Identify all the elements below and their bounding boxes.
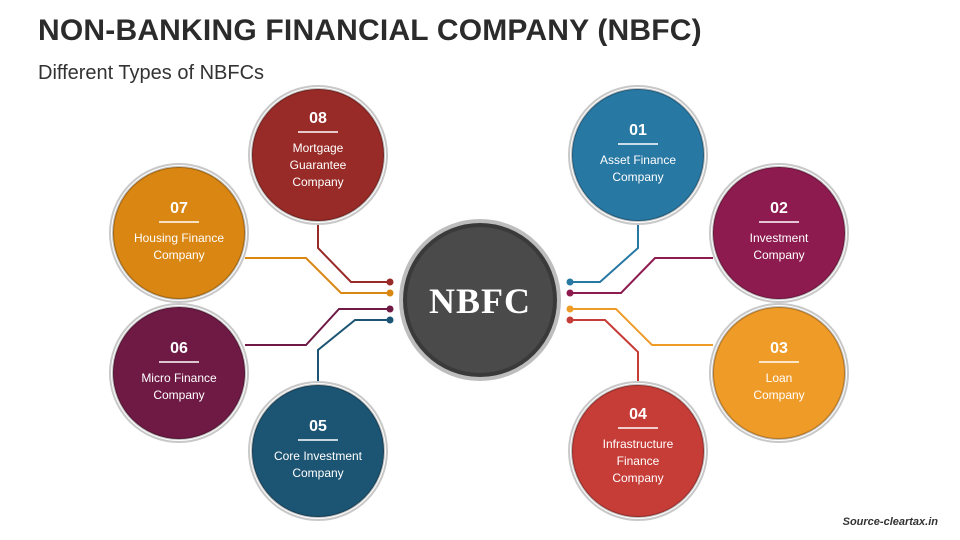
connector-dot-05 [386, 316, 394, 324]
node-label-line: Housing Finance [134, 231, 224, 245]
node-number: 01 [629, 122, 647, 139]
connector-dot-04 [566, 316, 574, 324]
node-circle [571, 384, 705, 518]
connector-08 [317, 221, 390, 283]
page-subtitle: Different Types of NBFCs [38, 62, 265, 84]
node-number: 06 [170, 340, 188, 357]
node-label-line: Company [153, 388, 204, 402]
connector-dot-03 [566, 305, 574, 313]
node-circle [712, 306, 846, 440]
node-circle [251, 88, 385, 222]
node-label-line: Guarantee [290, 158, 347, 172]
node-number: 04 [629, 406, 647, 423]
connector-dot-01 [566, 278, 574, 286]
node-label-line: Finance [617, 454, 660, 468]
node-label-line: Mortgage [293, 141, 344, 155]
node-label-line: Company [612, 170, 663, 184]
connectors [245, 221, 713, 385]
hub-label: NBFC [429, 281, 531, 321]
node-circle [112, 306, 246, 440]
connector-03 [570, 308, 713, 346]
node-number: 08 [309, 110, 327, 127]
connector-dot-07 [386, 289, 394, 297]
node-circle [112, 166, 246, 300]
node-circle [571, 88, 705, 222]
node-label-line: Investment [750, 231, 809, 245]
connector-06 [245, 308, 390, 346]
hub-node: NBFC [399, 219, 561, 381]
connector-01 [570, 221, 639, 283]
connector-04 [570, 319, 639, 385]
connector-02 [570, 257, 713, 294]
source-credit: Source-cleartax.in [842, 516, 938, 528]
connector-dot-06 [386, 305, 394, 313]
node-number: 03 [770, 340, 788, 357]
connector-07 [245, 257, 390, 294]
hub-inner [407, 227, 553, 373]
connector-dot-02 [566, 289, 574, 297]
node-label-line: Company [753, 388, 804, 402]
node-label-line: Core Investment [274, 449, 363, 463]
node-label-line: Asset Finance [600, 153, 676, 167]
node-label-line: Loan [766, 371, 793, 385]
node-label-line: Company [292, 175, 343, 189]
connector-dot-08 [386, 278, 394, 286]
node-label-line: Micro Finance [141, 371, 217, 385]
node-circle [712, 166, 846, 300]
page-title: NON-BANKING FINANCIAL COMPANY (NBFC) [38, 14, 702, 47]
node-number: 05 [309, 418, 327, 435]
node-label-line: Company [612, 471, 663, 485]
node-number: 02 [770, 200, 788, 217]
node-circle [251, 384, 385, 518]
node-label-line: Company [292, 466, 343, 480]
node-label-line: Company [753, 248, 804, 262]
node-number: 07 [170, 200, 188, 217]
connector-05 [317, 319, 390, 385]
node-label-line: Infrastructure [603, 437, 674, 451]
node-label-line: Company [153, 248, 204, 262]
